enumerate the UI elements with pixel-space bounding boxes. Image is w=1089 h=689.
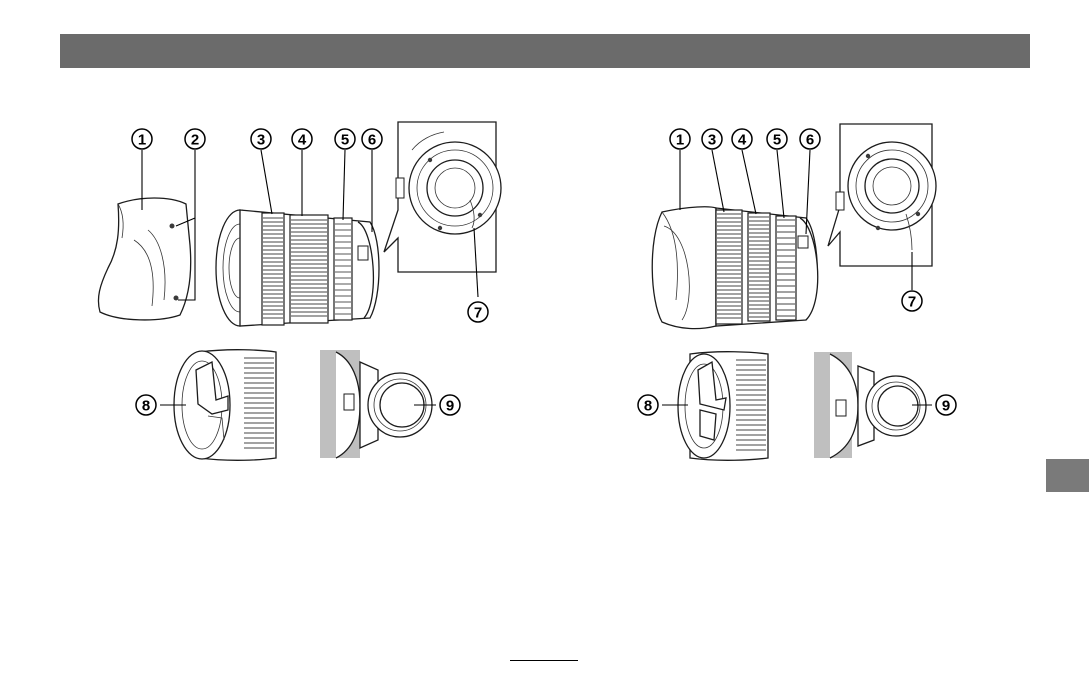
callout-8-label: 8 [142,398,150,415]
callout-6-lens-a: 6 [362,129,382,149]
mount-inset-a [384,122,501,272]
callout-9-lens-b: 9 [936,395,956,415]
callout-1-label: 1 [676,132,684,149]
front-cap-view-a [174,350,276,461]
callout-7-label: 7 [908,294,916,311]
callout-8-lens-b: 8 [638,395,658,415]
callout-5-label: 5 [341,132,349,149]
rear-cap-view-b [814,352,926,458]
callout-7-lens-a: 7 [468,302,488,322]
callout-4-label: 4 [738,132,747,149]
callout-1-label: 1 [138,132,146,149]
callout-8-lens-a: 8 [136,395,156,415]
callout-7-lens-b: 7 [902,291,922,311]
callout-4-lens-b: 4 [732,129,752,149]
callout-5-label: 5 [773,132,781,149]
front-cap-view-b [678,352,768,461]
callout-8-label: 8 [644,398,652,415]
callout-6-lens-b: 6 [800,129,820,149]
rear-cap-view-a [320,350,432,458]
callout-5-lens-a: 5 [335,129,355,149]
callout-2-label: 2 [191,132,199,149]
lens-b-illustration [652,124,936,460]
callout-2-lens-a: 2 [185,129,205,149]
callout-4-lens-a: 4 [292,129,312,149]
callout-6-label: 6 [368,132,376,149]
callout-3-label: 3 [708,132,716,149]
callout-4-label: 4 [298,132,307,149]
callout-5-lens-b: 5 [767,129,787,149]
callout-3-lens-a: 3 [251,129,271,149]
callout-7-label: 7 [474,305,482,322]
callout-3-label: 3 [257,132,265,149]
mount-inset-b [828,124,936,266]
callout-9-lens-a: 9 [440,395,460,415]
callout-6-label: 6 [806,132,814,149]
callout-9-label: 9 [942,398,950,415]
callout-1-lens-b: 1 [670,129,690,149]
callout-3-lens-b: 3 [702,129,722,149]
callout-9-label: 9 [446,398,454,415]
lens-hood-a [98,198,190,320]
callout-1-lens-a: 1 [132,129,152,149]
